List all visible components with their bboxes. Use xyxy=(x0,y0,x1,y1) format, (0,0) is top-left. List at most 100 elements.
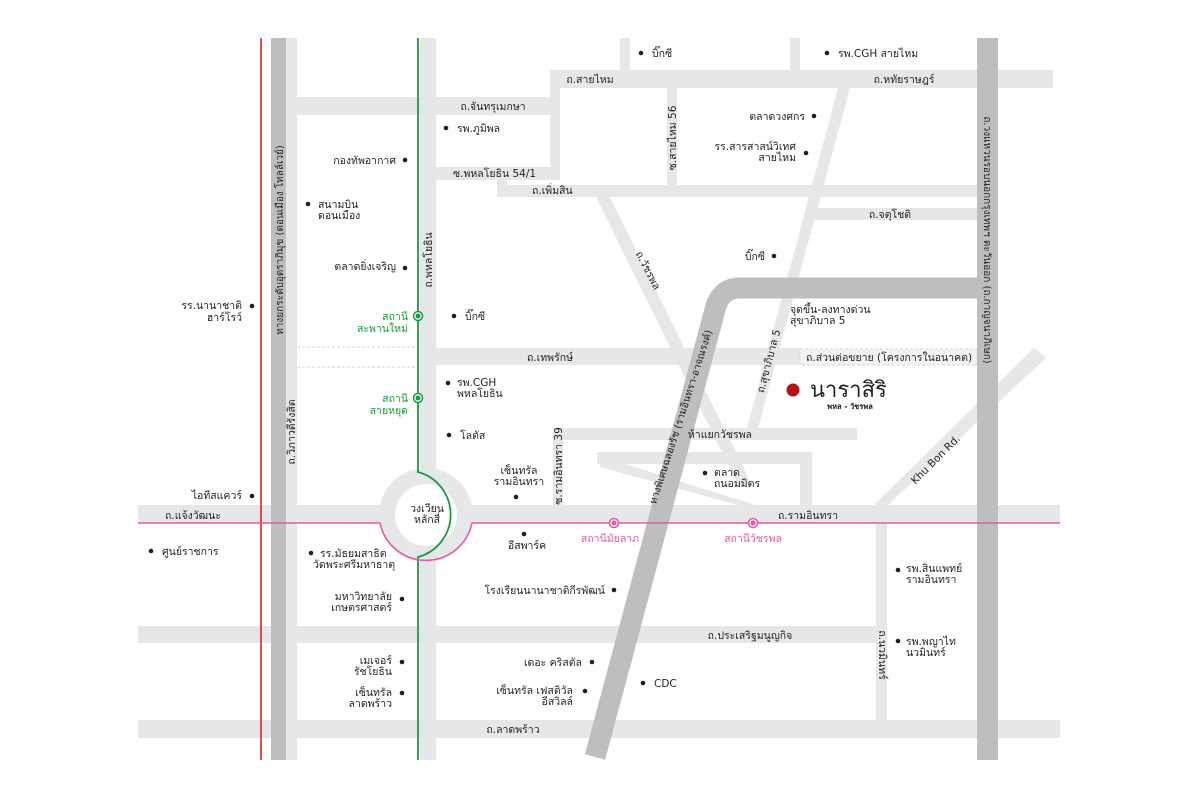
road-connector xyxy=(550,70,560,180)
road-label: ทางยกระดับอุตราภิมุข (ดอนเมือง โทลล์เวย์… xyxy=(273,145,286,335)
poi-dot-icon xyxy=(249,303,255,309)
label-line: อีสวิลล์ xyxy=(542,695,573,708)
label-line: ดอนเมือง xyxy=(318,209,360,222)
poi-dot-icon xyxy=(445,380,451,386)
poi-dot-icon xyxy=(443,125,449,131)
road-prasert xyxy=(138,626,876,643)
poi-dot-icon xyxy=(702,470,708,476)
poi-bigc: บิ๊กซี xyxy=(465,308,485,323)
road-sukhaphiban5 xyxy=(746,88,850,432)
label-line: รพ.พญาไท xyxy=(906,635,956,648)
label-line: พหลโยธิน xyxy=(457,387,503,400)
poi-bigc: บิ๊กซี xyxy=(652,45,672,60)
poi-dot-icon xyxy=(399,596,405,602)
points-of-interest: บิ๊กซี รพ.CGH สายไหม ตลาดวงศกร รร.สารสาส… xyxy=(148,45,962,710)
pink-line xyxy=(138,522,1060,562)
green-line xyxy=(417,38,452,760)
label-line: เซ็นทรัล เฟสติวัล xyxy=(496,683,573,697)
station-icon-core xyxy=(611,520,617,526)
laksi-label: วงเวียนหลักสี่ xyxy=(410,502,444,526)
poi-espark: อีสพาร์ค xyxy=(508,539,546,552)
road-label: ถ.พหลโยธิน xyxy=(422,232,435,287)
stations: สถานีสะพานใหม่ สถานีสายหยุด วงเวียนหลักส… xyxy=(357,310,782,545)
label-line: ตลาด xyxy=(714,467,740,479)
project-location-icon xyxy=(786,383,800,397)
label-line: รร.สารสาสน์วิเทศ xyxy=(714,140,796,153)
poi-dot-icon xyxy=(402,265,408,271)
label-line: จุดขึ้น-ลงทางด่วน xyxy=(790,302,871,316)
poi-bhumibol: รพ.ภูมิพล xyxy=(457,123,500,135)
road-label: ถ.เทพรักษ์ xyxy=(527,351,573,364)
road-chatuchot xyxy=(815,208,977,220)
road-label: ถ.ลาดพร้าว xyxy=(486,724,539,736)
ring-road xyxy=(977,38,998,760)
station-saphanmai[interactable]: สถานีสะพานใหม่ xyxy=(357,310,424,335)
label-line: สุขาภิบาล 5 xyxy=(790,315,845,327)
poi-sarasas: รร.สารสาสน์วิเทศสายไหม xyxy=(714,140,796,164)
poi-dot-icon xyxy=(638,50,644,56)
road-phoemsin xyxy=(497,185,977,197)
road-label: ถ.จตุโชติ xyxy=(869,208,911,221)
road-label: ถ.เพิ่มสิน xyxy=(532,183,573,197)
poi-dot-icon xyxy=(402,157,408,163)
station-label: สายหยุด xyxy=(370,405,408,417)
label-line: รร.มัธยมสาธิต xyxy=(320,548,387,560)
road-label: ถ.ส่วนต่อขยาย (โครงการในอนาคต) xyxy=(806,351,972,364)
poi-dot-icon xyxy=(148,548,154,554)
station-label: สถานีมัยลาภ xyxy=(581,532,639,545)
poi-dot-icon xyxy=(446,432,452,438)
poi-dot-icon xyxy=(803,150,809,156)
road-watcharaphon xyxy=(596,197,752,485)
road-loop xyxy=(800,452,812,505)
roundabout-center xyxy=(395,484,457,546)
station-watcharaphon[interactable]: สถานีวัชรพล xyxy=(724,517,782,546)
road-saimai xyxy=(550,70,1053,88)
road-label: ถ.หทัยราษฎร์ xyxy=(874,73,935,86)
poi-yingcharoen: ตลาดยิ่งเจริญ xyxy=(334,259,396,273)
poi-airforce: กองทัพอากาศ xyxy=(333,155,396,167)
svg-text:สถานีสายหยุด: สถานีสายหยุด xyxy=(370,392,408,417)
poi-dot-icon xyxy=(249,493,255,499)
poi-dot-icon xyxy=(611,587,617,593)
label-line: สายไหม xyxy=(758,151,796,164)
poi-dot-icon xyxy=(771,253,777,259)
poi-crystal: เดอะ คริสตัล xyxy=(524,657,582,669)
road-label: Khu Bon Rd. xyxy=(909,433,963,487)
poi-dot-icon xyxy=(451,313,457,319)
label-line: วัดพระศรีมหาธาตุ xyxy=(313,558,395,571)
road-phahon xyxy=(420,38,436,760)
station-mailap[interactable]: สถานีมัยลาภ xyxy=(581,517,639,546)
rail-lines xyxy=(138,38,1060,760)
station-label: สถานี xyxy=(382,392,408,405)
station-label: สถานี xyxy=(382,310,408,323)
station-icon-core xyxy=(750,520,756,526)
road-label: ถ.วงแหวนรอบนอกกรุงเทพฯ ตะวันออก (ถ.กาญจน… xyxy=(981,116,992,363)
expressway xyxy=(584,277,977,760)
poi-wongsakorn: ตลาดวงศกร xyxy=(749,111,805,123)
road-stub xyxy=(620,38,630,70)
road-stub xyxy=(790,38,800,70)
label-line: เกษตรศาสตร์ xyxy=(331,601,392,614)
label-line: รัชโยธิน xyxy=(354,665,392,678)
poi-central-ladprao: เซ็นทรัลลาดพร้าว xyxy=(348,685,392,710)
station-label: สถานีวัชรพล xyxy=(724,532,782,545)
label-line: เซ็นทรัล xyxy=(355,685,392,699)
label-line: เมเจอร์ xyxy=(360,654,393,667)
svg-text:สถานีสะพานใหม่: สถานีสะพานใหม่ xyxy=(357,310,408,335)
poi-synphaet: รพ.สินแพทย์รามอินทรา xyxy=(906,562,962,586)
poi-phyathai: รพ.พญาไทนวมินทร์ xyxy=(906,635,956,659)
poi-dot-icon xyxy=(399,659,405,665)
project-marker[interactable]: นาราสิริ พหล - วัชรพล xyxy=(786,378,887,411)
label-line: มหาวิทยาลัย xyxy=(335,591,392,603)
road-ramintra xyxy=(138,505,1060,523)
poi-dot-icon xyxy=(640,680,646,686)
poi-lotus: โลตัส xyxy=(460,429,486,442)
poi-major: เมเจอร์รัชโยธิน xyxy=(354,654,393,678)
label-line: ถนอมมิตร xyxy=(714,478,761,490)
label-line: หลักสี่ xyxy=(414,512,441,526)
poi-bigc: บิ๊กซี xyxy=(745,248,765,263)
station-saiyud[interactable]: สถานีสายหยุด xyxy=(370,392,424,417)
road-soi54 xyxy=(436,167,560,180)
poi-dot-icon xyxy=(582,688,588,694)
